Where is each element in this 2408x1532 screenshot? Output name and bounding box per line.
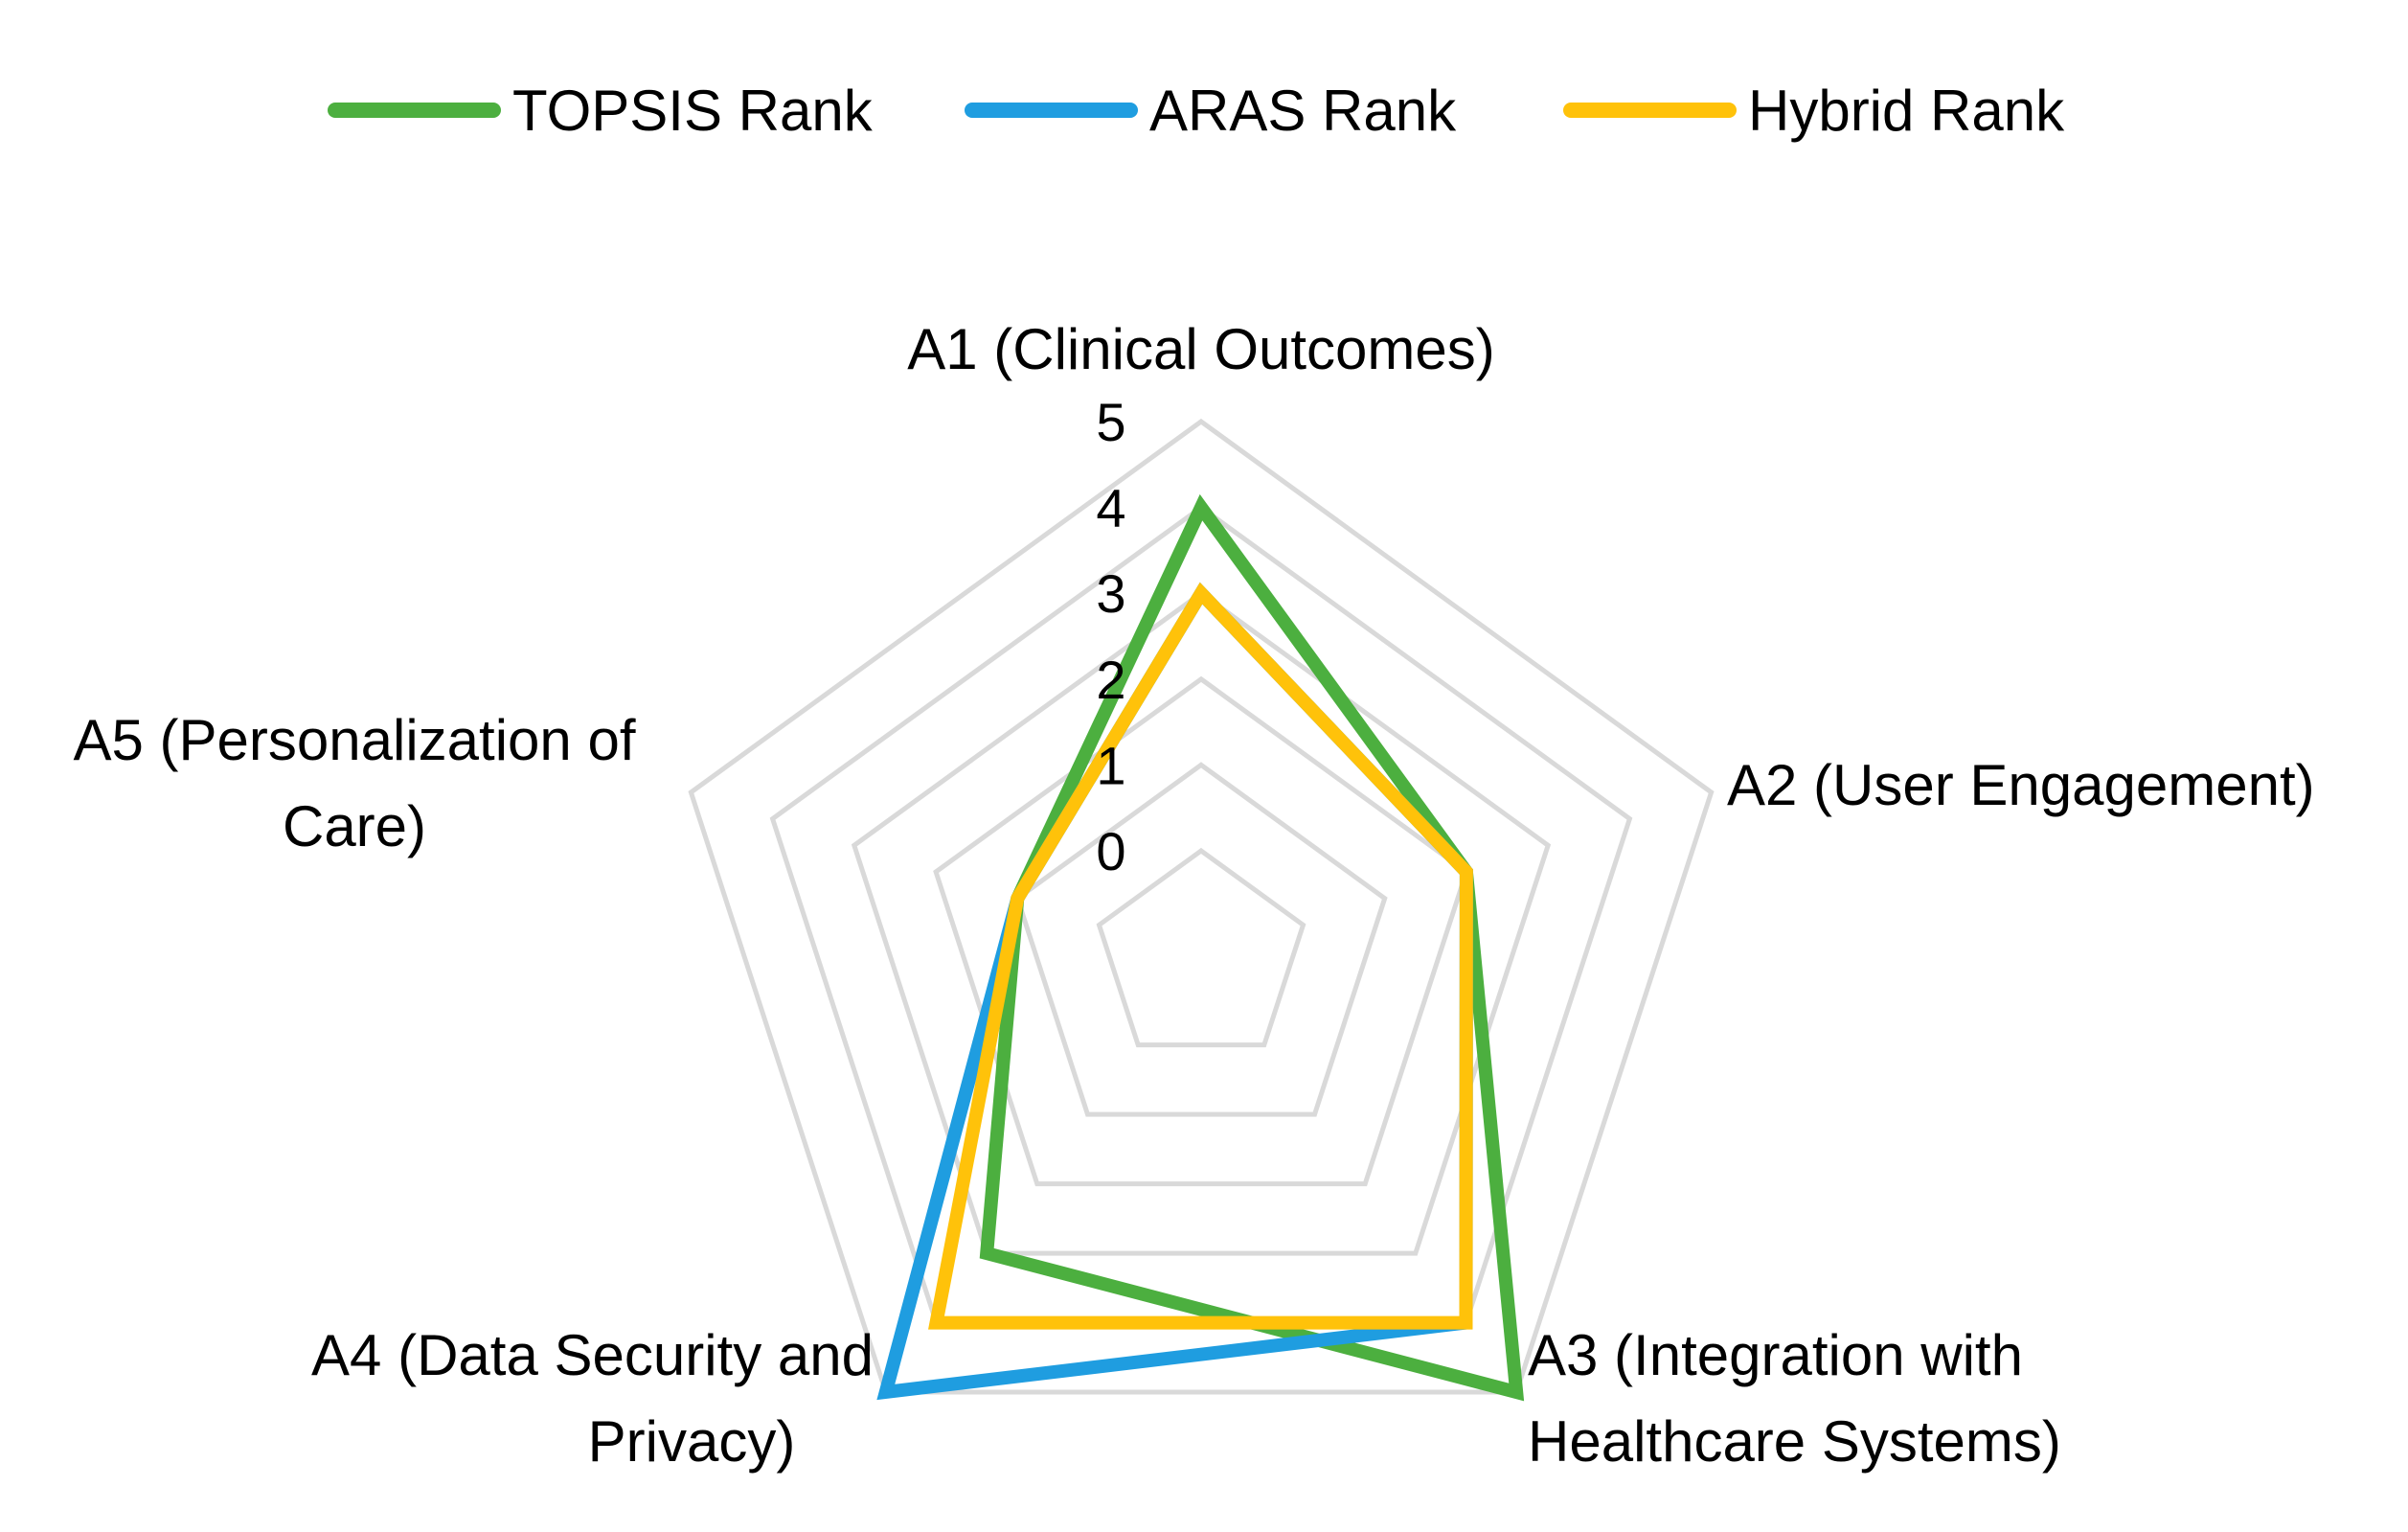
legend-label: Hybrid Rank [1748,79,2065,143]
axis-label-a5: A5 (Personalization of Care) [74,708,636,858]
axis-label-a3-line-2: Healthcare Systems) [1528,1409,2061,1474]
tick-label-5: 5 [1096,392,1125,452]
axis-label-a5-line-2: Care) [283,794,426,858]
tick-label-1: 1 [1096,735,1125,795]
axis-label-a4-line-2: Privacy) [588,1409,796,1474]
legend-item-topsis-rank: TOPSIS Rank [328,79,874,143]
axis-label-a2-line-1: A2 (User Engagement) [1727,753,2315,817]
tick-label-4: 4 [1096,478,1125,538]
radar-grid [688,418,1715,1395]
grid-ring-2 [933,675,1469,1187]
axis-label-a5-line-1: A5 (Personalization of [74,708,636,772]
tick-label-0: 0 [1096,821,1125,881]
legend-item-hybrid-rank: Hybrid Rank [1563,79,2065,143]
axis-label-a1: A1 (Clinical Outcomes) [907,317,1495,381]
grid-ring-3 [851,590,1552,1256]
tick-labels: 0 1 2 3 4 5 [1096,392,1125,881]
axis-label-a4-line-1: A4 (Data Security and [311,1323,874,1387]
grid-ring-0 [1096,847,1306,1048]
grid-ring-5 [688,418,1715,1395]
axis-label-a3-line-1: A3 (Integration with [1528,1323,2023,1387]
legend: TOPSIS Rank ARAS Rank Hybrid Rank [328,79,2065,143]
tick-label-2: 2 [1096,650,1125,710]
legend-item-aras-rank: ARAS Rank [965,79,1457,143]
legend-label: ARAS Rank [1149,79,1457,143]
axis-labels: A1 (Clinical Outcomes) A2 (User Engagemen… [74,317,2315,1474]
grid-ring-1 [1014,762,1388,1117]
series-hybrid-rank [928,582,1473,1330]
series-layer [876,493,1525,1402]
legend-label: TOPSIS Rank [512,79,874,143]
tick-label-3: 3 [1096,563,1125,624]
axis-label-a2: A2 (User Engagement) [1727,753,2315,817]
axis-label-a1-line-1: A1 (Clinical Outcomes) [907,317,1495,381]
